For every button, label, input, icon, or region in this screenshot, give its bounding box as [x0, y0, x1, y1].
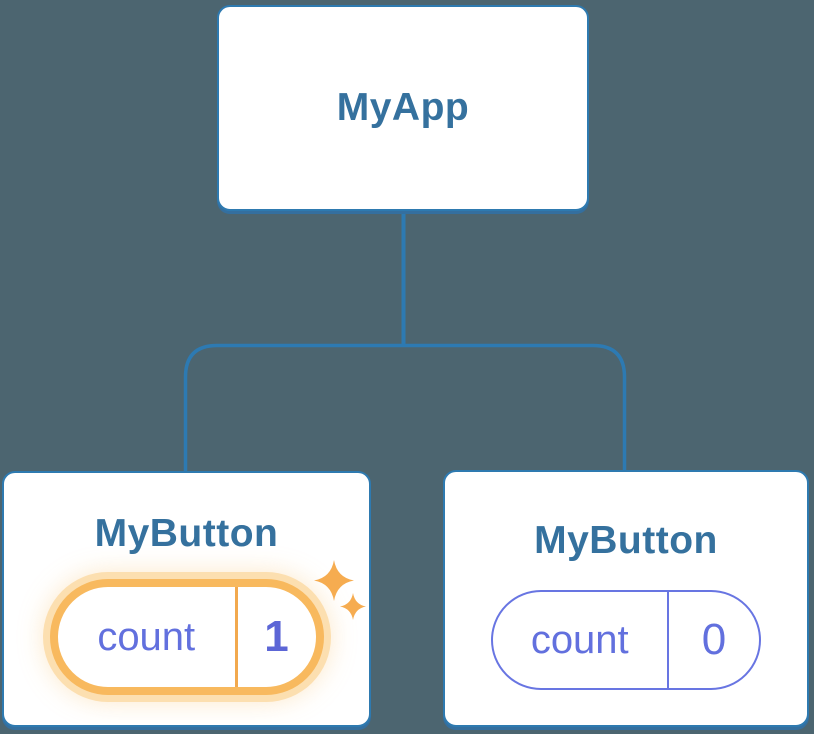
tree-node-mybutton-left: MyButton count 1 — [2, 471, 371, 727]
state-value: 0 — [701, 615, 727, 664]
node-label: MyApp — [336, 86, 470, 129]
pill-divider — [666, 592, 669, 688]
tree-node-myapp: MyApp — [217, 5, 589, 211]
sparkle-icon-large — [314, 560, 354, 601]
state-pill-highlighted: count 1 — [49, 579, 324, 695]
state-key-label: count — [530, 617, 629, 662]
tree-node-mybutton-right: MyButton count 0 — [443, 470, 809, 727]
state-value: 1 — [264, 612, 289, 661]
state-update-sparkles — [314, 560, 366, 620]
node-label: MyButton — [94, 512, 279, 555]
pill-divider — [235, 587, 238, 687]
node-label: MyButton — [534, 519, 718, 562]
state-key-label: count — [97, 614, 196, 659]
state-pill-plain: count 0 — [491, 590, 761, 690]
sparkle-icon-small — [340, 593, 366, 620]
connector-branch — [183, 343, 627, 472]
